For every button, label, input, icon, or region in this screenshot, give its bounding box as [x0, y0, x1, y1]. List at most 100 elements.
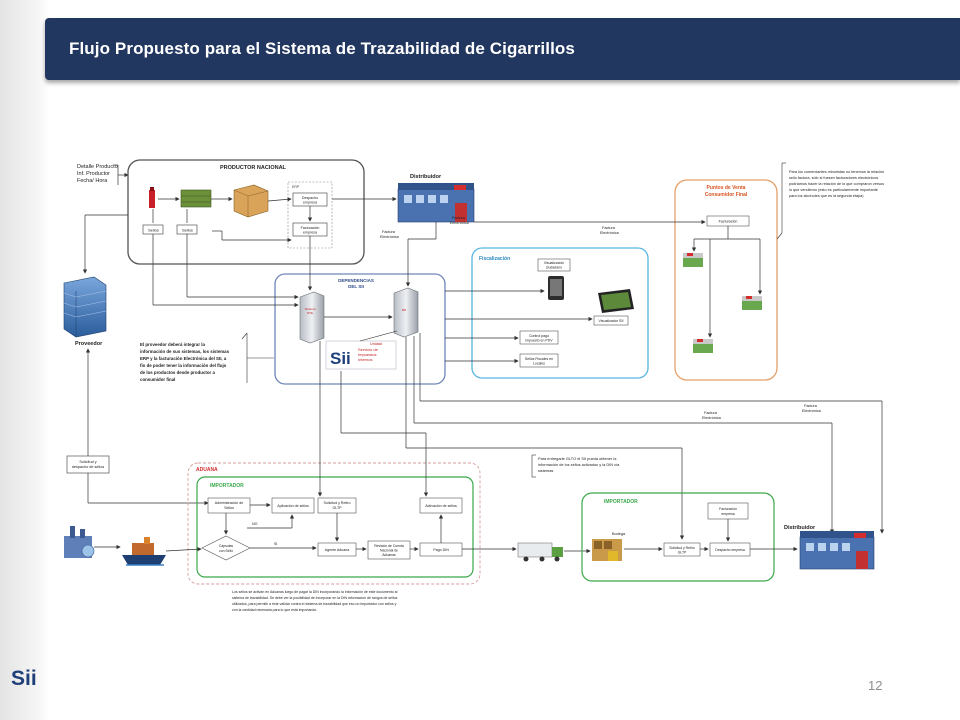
note-bottom-right-3: sistemas	[538, 468, 553, 473]
visualizacion-ciudadano-box	[537, 258, 571, 272]
note-right: Para los comerciantes minoristas no tene…	[776, 162, 884, 240]
productor-nacional-box: PRODUCTOR NACIONAL Sellos Sellos ERP Des…	[127, 159, 365, 265]
slide-number: 12	[868, 678, 883, 693]
factura-label-a1: Factura	[452, 216, 466, 220]
sii-sub-2: Impuestos	[358, 352, 376, 357]
input-note: Detalle Producto Inf. Productor Fecha/ H…	[77, 164, 129, 185]
footnote-1: Los sellos se activan en Aduanas luego d…	[232, 590, 398, 594]
flow-diagram-svg: Detalle Producto Inf. Productor Fecha/ H…	[63, 159, 884, 612]
admin-sellos-label-1: Administración de	[215, 501, 244, 505]
note-left-5: de los productos desde productor a	[140, 370, 215, 375]
pago-din-label: Pago DIN	[433, 548, 449, 552]
visualizacion-label-2: ciudadano	[546, 266, 562, 270]
sellos-fiscales-label-1: Sellos Fiscales en	[525, 357, 553, 361]
solicitud-retiro-2-label-1: Solicitud y Retiro	[669, 546, 695, 550]
input-note-line-1: Detalle Producto	[77, 164, 118, 170]
sellos-fiscales-box	[519, 353, 559, 368]
solicitud-retiro-2-label-2: GLTP	[678, 551, 687, 555]
revision-cuenta-box	[367, 540, 411, 560]
slide-title: Flujo Propuesto para el Sistema de Traza…	[69, 39, 575, 58]
sellos-label-2: Sellos	[182, 228, 193, 233]
activacion-sellos-box	[419, 497, 463, 514]
server-dte-label-2: DTE	[307, 311, 313, 315]
aduana-box: ADUANA IMPORTADOR Administración de Sell…	[187, 462, 481, 585]
solicitud-retiro-label-1: Solicitud y Retiro	[324, 501, 351, 505]
productor-title: PRODUCTOR NACIONAL	[220, 165, 287, 171]
visualizador-sii-box	[593, 315, 629, 326]
puntos-venta-box: Puntos de Venta Consumidor Final Factura…	[474, 179, 778, 381]
factura-label-b2: Electrónica	[380, 235, 400, 239]
input-note-line-3: Fecha/ Hora	[77, 178, 108, 184]
factura-label-c2: Electrónica	[600, 231, 620, 235]
server-dte-label-1: Sistema	[305, 307, 316, 311]
agente-aduana-box	[317, 542, 357, 557]
despacho-2-box	[709, 542, 751, 557]
shop-icon	[683, 253, 703, 267]
sellos-label-1: Sellos	[148, 228, 159, 233]
distribuidor-top: Distribuidor	[332, 174, 475, 223]
proveedor-label: Proveedor	[75, 341, 103, 347]
shop-icon	[742, 296, 762, 310]
sellos-fiscales-label-2: Locales	[533, 362, 545, 366]
importador-title: IMPORTADOR	[210, 483, 244, 489]
agente-aduana-label: Agente Aduana	[325, 548, 350, 552]
footnote: Los sellos se activan en Aduanas luego d…	[232, 590, 398, 612]
puntos-facturacion-label: Facturación	[719, 220, 738, 224]
unidad-label: Unidad	[370, 342, 382, 346]
left-side-band	[0, 0, 50, 720]
dependencias-title-2: DEL SII	[348, 284, 364, 289]
factura-label-c1: Factura	[602, 226, 616, 230]
sii-logo-icon: Sii	[11, 667, 37, 690]
dependencias-sii-box: DEPENDENCIAS DEL SII Sistema DTE BD Sii …	[274, 273, 446, 385]
proveedor-building-icon	[63, 276, 107, 338]
fiscalizacion-box: Fiscalización Visualización ciudadano Vi…	[445, 247, 649, 379]
note-bottom-right-2: información de los sellos activados y la…	[538, 462, 620, 467]
dependencias-title-1: DEPENDENCIAS	[338, 278, 374, 283]
note-right-1: Para los comerciantes minoristas no tene…	[789, 170, 884, 174]
despacho-2-label: Despacho empresa	[715, 548, 745, 552]
sii-logo-text: Sii	[11, 667, 37, 690]
control-pago-label-1: Control pago	[529, 334, 549, 338]
server-dte-icon	[299, 291, 325, 344]
facturacion-label-1: Facturación	[301, 226, 320, 230]
despacho-label-1: Despacho	[302, 196, 318, 200]
admin-sellos-box	[207, 497, 251, 514]
capsulas-decision	[201, 535, 251, 561]
admin-sellos-label-2: Sellos	[224, 506, 234, 510]
facturacion-2-label-2: empresa	[721, 512, 734, 516]
control-pago-box	[519, 330, 559, 345]
factura-label-d1: Factura	[704, 411, 718, 415]
visualizacion-label-1: Visualización	[544, 261, 564, 265]
sii-brand-text: Sii	[330, 349, 351, 368]
note-right-4: lo que vendieron (esto es particularment…	[789, 188, 878, 192]
factory-icon	[64, 526, 95, 558]
revision-label-2: Nacional de	[380, 549, 398, 553]
facturacion-2-box	[707, 502, 749, 520]
ship-icon	[122, 537, 166, 566]
note-right-3: podríamos hacer la relación de lo que co…	[789, 182, 884, 186]
slide-header: Flujo Propuesto para el Sistema de Traza…	[45, 18, 960, 80]
si-label: SI	[274, 542, 277, 546]
input-note-line-2: Inf. Productor	[77, 171, 110, 177]
sii-sub-3: Internos	[358, 357, 372, 362]
sii-sub-1: Servicio de	[358, 347, 379, 352]
note-left-3: ERP y la facturación Electrónica del SII…	[140, 356, 227, 361]
pallet-icon	[180, 189, 212, 208]
facturacion-label-2: empresa	[303, 231, 317, 235]
note-left-6: consumidor final	[140, 377, 175, 382]
distribuidor-bottom: Distribuidor	[784, 525, 875, 570]
bottle-icon	[149, 190, 155, 208]
bodega-label: Bodega	[612, 532, 626, 536]
no-label: NO	[252, 522, 258, 526]
server-bd-label: BD	[402, 308, 407, 312]
note-bottom-right-1: Para entregarle GLTO el SII pueda obtene…	[538, 456, 617, 461]
puntos-title-1: Puntos de Venta	[707, 185, 746, 191]
box-icon	[233, 184, 269, 218]
note-left-2: información de sus sistemas, los sistema…	[140, 349, 230, 354]
sii-logo-box	[325, 340, 397, 370]
solicitud-retiro-2-box	[663, 542, 701, 557]
solicitud-despacho-label-1: Solicitud y	[79, 460, 96, 464]
activacion-sellos-label: Activación de sellos	[425, 504, 457, 508]
distribuidor-top-label: Distribuidor	[410, 174, 442, 180]
erp-label: ERP	[292, 185, 300, 189]
